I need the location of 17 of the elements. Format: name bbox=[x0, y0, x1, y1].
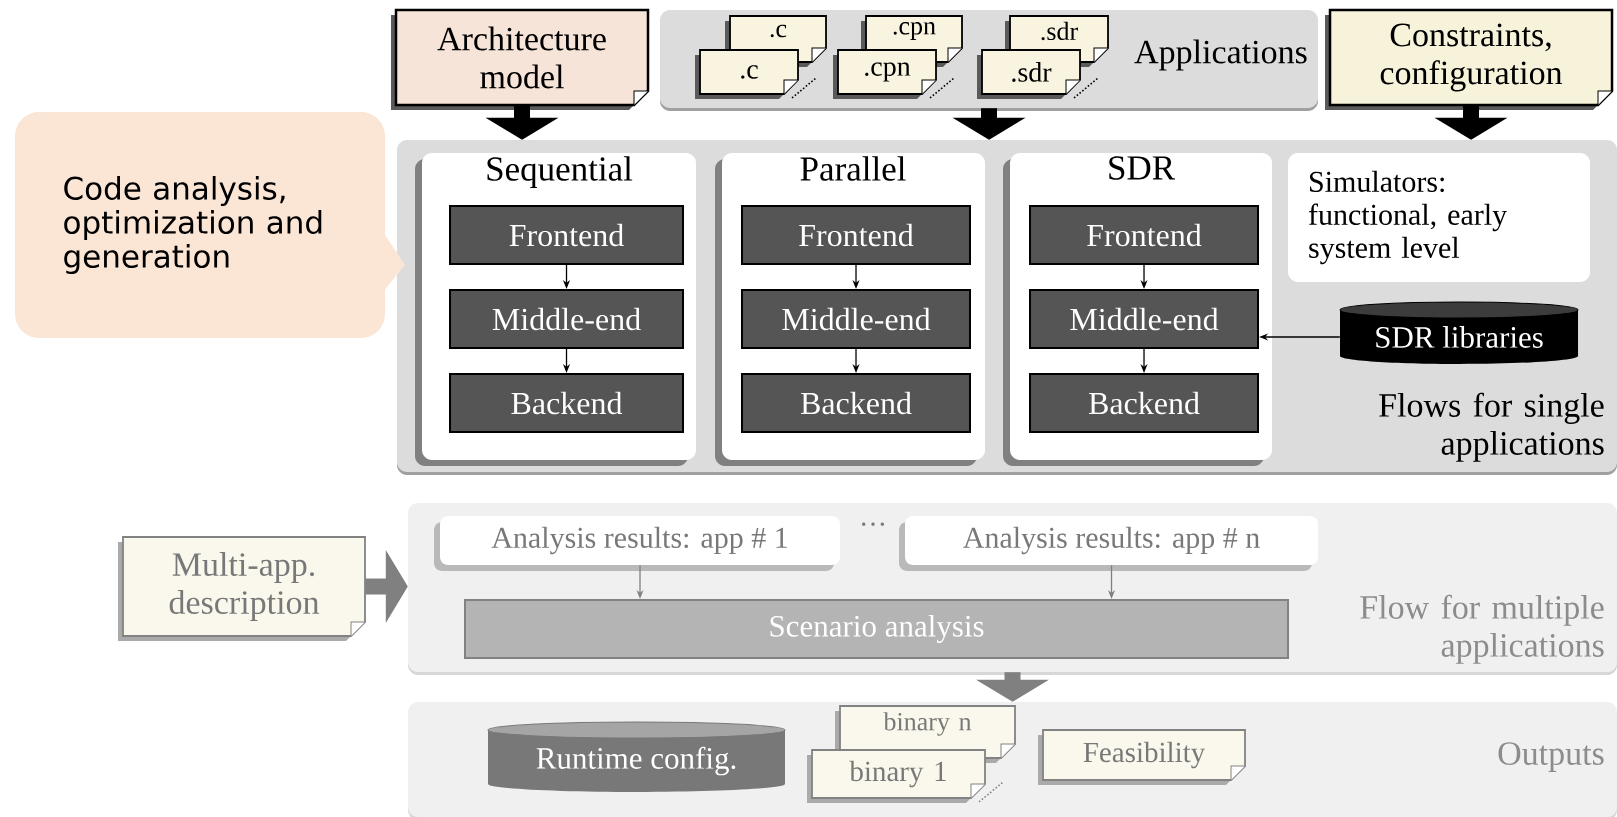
note-box: Simulators: functional, early system level bbox=[1288, 153, 1590, 282]
ellipsis-label: ··· bbox=[862, 522, 884, 526]
process-box: Backend bbox=[741, 373, 971, 433]
process-box: Frontend bbox=[449, 205, 684, 265]
process-box: Middle-end bbox=[741, 289, 971, 349]
process-box: Backend bbox=[1029, 373, 1259, 433]
process-box: Frontend bbox=[1029, 205, 1259, 265]
result-box: Analysis results: app # 1 bbox=[434, 516, 840, 571]
process-box: Middle-end bbox=[1029, 289, 1259, 349]
process-box: Middle-end bbox=[449, 289, 684, 349]
process-box: Frontend bbox=[741, 205, 971, 265]
database-cylinder: Runtime config. bbox=[487, 721, 786, 792]
process-box: Backend bbox=[449, 373, 684, 433]
process-box: Scenario analysis bbox=[464, 599, 1289, 659]
result-box: Analysis results: app # n bbox=[899, 516, 1318, 571]
speech-bubble: Code analysis, optimization and generation bbox=[15, 112, 405, 338]
database-cylinder: SDR libraries bbox=[1339, 301, 1579, 364]
